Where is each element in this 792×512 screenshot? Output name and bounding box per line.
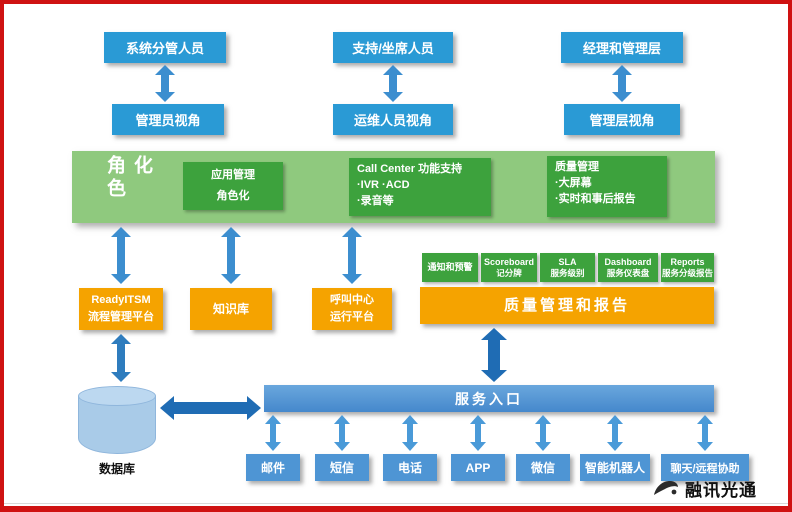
channel-box-sms: 短信 xyxy=(315,454,369,481)
actor-box-support-agent: 支持/坐席人员 xyxy=(333,32,453,63)
database-cylinder-lid xyxy=(78,386,156,406)
connector-arrow-database-entry xyxy=(160,396,261,420)
role-band-vertical-label: 角色化 xyxy=(104,155,152,201)
actor-label: 系统分管人员 xyxy=(125,41,204,56)
connector-arrow-manager-view xyxy=(612,65,632,102)
itsm-line: 流程管理平台 xyxy=(88,311,154,323)
quality-tag-dashboard: Dashboard 服务仪表盘 xyxy=(598,253,658,282)
callcenter-feature-line: ·录音等 xyxy=(357,194,394,207)
tag-line: 通知和预警 xyxy=(427,262,473,273)
channel-box-app: APP xyxy=(451,454,505,481)
connector-arrow-itsm-database xyxy=(111,334,131,382)
callcenter-platform-line: 运行平台 xyxy=(330,311,374,323)
logo-cloud-icon xyxy=(652,479,680,499)
channel-label: 智能机器人 xyxy=(584,461,645,475)
connector-arrow-support-view xyxy=(383,65,403,102)
connector-arrow-entry-robot xyxy=(607,415,623,451)
callcenter-platform-line: 呼叫中心 xyxy=(330,293,374,306)
tag-line: 服务分级报告 xyxy=(661,267,713,278)
quality-tag-alerts: 通知和预警 xyxy=(422,253,478,282)
quality-report-label: 质量管理和报告 xyxy=(503,296,630,314)
tag-line: 记分牌 xyxy=(496,267,522,278)
channel-box-wechat: 微信 xyxy=(516,454,570,481)
tag-line: Scoreboard xyxy=(483,256,534,267)
channel-label: 短信 xyxy=(329,461,354,475)
actor-label: 经理和管理层 xyxy=(582,41,661,56)
channel-label: APP xyxy=(465,460,491,475)
channel-label: 聊天/远程协助 xyxy=(670,462,740,475)
logo: 融讯光通 xyxy=(652,476,757,501)
service-entry-label: 服务入口 xyxy=(455,390,523,407)
connector-arrow-entry-sms xyxy=(334,415,350,451)
database-label: 数据库 xyxy=(98,462,135,476)
channel-box-chat-remote: 聊天/远程协助 xyxy=(661,454,749,481)
connector-arrow-entry-phone xyxy=(402,415,418,451)
channel-label: 电话 xyxy=(397,461,422,475)
tag-line: 服务级别 xyxy=(550,267,585,278)
channel-label: 微信 xyxy=(530,461,555,475)
tag-line: 服务仪表盘 xyxy=(606,267,650,278)
quality-mgmt-line: ·实时和事后报告 xyxy=(555,192,636,205)
quality-mgmt-line: 质量管理 xyxy=(555,161,599,173)
connector-arrow-entry-chat xyxy=(697,415,713,451)
view-box-admin: 管理员视角 xyxy=(112,104,224,135)
view-label: 运维人员视角 xyxy=(353,113,432,128)
connector-arrow-band-itsm xyxy=(111,227,131,284)
logo-text: 融讯光通 xyxy=(685,481,757,500)
itsm-platform-box: ReadyITSM 流程管理平台 xyxy=(79,288,163,330)
connector-arrow-sysadmin-view xyxy=(155,65,175,102)
view-box-management: 管理层视角 xyxy=(564,104,680,135)
quality-tag-reports: Reports 服务分级报告 xyxy=(661,253,714,282)
channel-box-robot: 智能机器人 xyxy=(580,454,650,481)
quality-report-box: 质量管理和报告 xyxy=(420,287,714,324)
tag-line: SLA xyxy=(558,256,577,267)
actor-label: 支持/坐席人员 xyxy=(352,41,434,56)
tag-line: Dashboard xyxy=(604,256,652,267)
quality-tag-scoreboard: Scoreboard 记分牌 xyxy=(481,253,537,282)
callcenter-feature-line: Call Center 功能支持 xyxy=(357,163,463,175)
knowledge-base-box: 知识库 xyxy=(190,288,272,330)
connector-arrow-band-knowledge xyxy=(221,227,241,284)
database-cylinder xyxy=(78,386,156,454)
quality-tag-sla: SLA 服务级别 xyxy=(540,253,595,282)
connector-arrow-band-callcenter xyxy=(342,227,362,284)
view-label: 管理员视角 xyxy=(135,113,201,128)
tag-line: Reports xyxy=(670,256,705,267)
app-role-line: 应用管理 xyxy=(211,169,255,182)
callcenter-feature-box: Call Center 功能支持 ·IVR ·ACD ·录音等 xyxy=(349,158,491,216)
callcenter-feature-line: ·IVR ·ACD xyxy=(357,178,410,191)
channel-label: 邮件 xyxy=(260,461,285,475)
callcenter-platform-box: 呼叫中心 运行平台 xyxy=(312,288,392,330)
knowledge-label: 知识库 xyxy=(212,301,249,316)
app-role-line: 角色化 xyxy=(216,190,250,202)
bottom-divider xyxy=(4,503,788,504)
view-box-ops: 运维人员视角 xyxy=(333,104,453,135)
actor-box-manager: 经理和管理层 xyxy=(561,32,683,63)
quality-mgmt-line: ·大屏幕 xyxy=(555,176,592,189)
connector-arrow-entry-app xyxy=(470,415,486,451)
channel-box-email: 邮件 xyxy=(246,454,300,481)
service-entry-box: 服务入口 xyxy=(264,385,714,412)
quality-mgmt-box: 质量管理 ·大屏幕 ·实时和事后报告 xyxy=(547,156,667,217)
connector-arrow-entry-wechat xyxy=(535,415,551,451)
connector-arrow-quality-entry xyxy=(481,328,507,382)
channel-box-phone: 电话 xyxy=(383,454,437,481)
itsm-line: ReadyITSM xyxy=(91,293,151,306)
view-label: 管理层视角 xyxy=(589,113,655,128)
app-role-box: 应用管理 角色化 xyxy=(183,162,283,210)
actor-box-system-admin: 系统分管人员 xyxy=(104,32,226,63)
connector-arrow-entry-email xyxy=(265,415,281,451)
